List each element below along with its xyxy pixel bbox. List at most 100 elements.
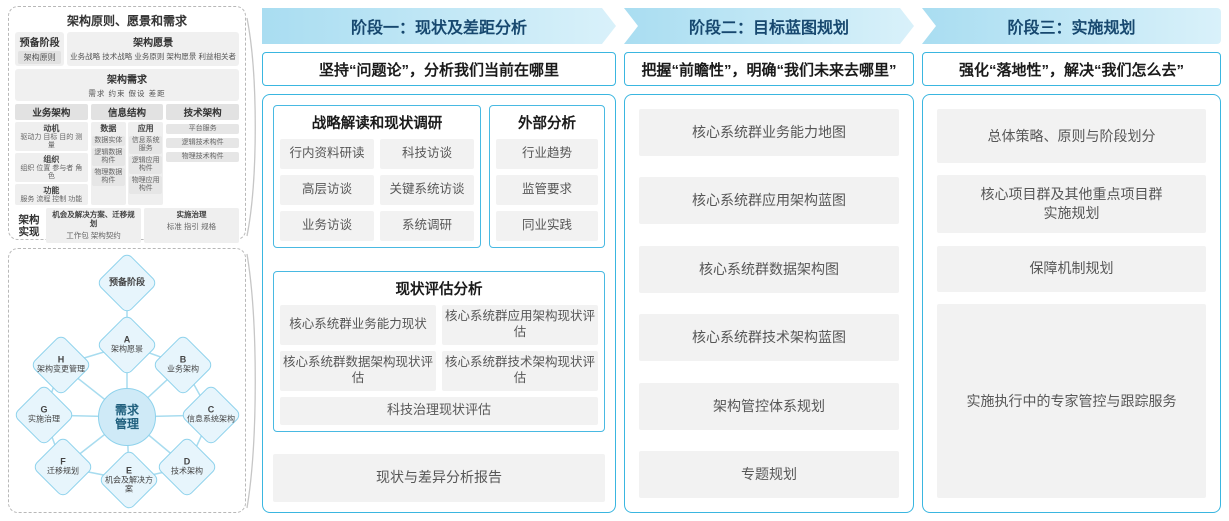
- research-item: 科技访谈: [380, 139, 474, 169]
- function-group: 功能 服务 流程 控制 功能: [15, 184, 88, 206]
- implementation-governance-items: 标准 指引 规格: [166, 222, 217, 232]
- implementation-item: 核心项目群及其他重点项目群 实施规划: [937, 175, 1206, 234]
- adm-node-label: 架构愿景: [111, 344, 143, 354]
- information-structure-column: 信息结构 数据 数据实体 逻辑数据构件 物理数据构件 应用 信息系统服务 逻辑应…: [90, 104, 164, 206]
- application-item: 物理应用构件: [129, 176, 163, 195]
- data-title: 数据: [100, 124, 117, 133]
- blueprint-item: 核心系统群技术架构蓝图: [639, 314, 899, 362]
- strategy-research-section: 战略解读和现状调研 行内资料研读 科技访谈 高层访谈 关键系统访谈 业务访谈 系…: [273, 105, 481, 248]
- adm-node-label: 实施治理: [28, 414, 60, 424]
- function-items: 服务 流程 控制 功能: [20, 196, 83, 204]
- blueprint-item: 核心系统群数据架构图: [639, 245, 899, 293]
- assessment-section: 现状评估分析 核心系统群业务能力现状 核心系统群应用架构现状评估 核心系统群数据…: [273, 270, 605, 432]
- external-analysis-section: 外部分析 行业趋势 监管要求 同业实践: [489, 105, 605, 248]
- external-item: 行业趋势: [496, 139, 598, 169]
- gap-analysis-report-item: 现状与差异分析报告: [273, 454, 605, 502]
- implementation-governance-title: 实施治理: [176, 210, 207, 220]
- external-item: 同业实践: [496, 211, 598, 241]
- implementation-item: 保障机制规划: [937, 245, 1206, 292]
- application-group: 应用 信息系统服务 逻辑应用构件 物理应用构件: [128, 122, 164, 206]
- phase2-body: 核心系统群业务能力地图 核心系统群应用架构蓝图 核心系统群数据架构图 核心系统群…: [624, 94, 914, 513]
- external-analysis-list: 行业趋势 监管要求 同业实践: [496, 139, 598, 241]
- research-item: 行内资料研读: [280, 139, 374, 169]
- brace-connector-top: [246, 17, 256, 237]
- framework-panel-title: 架构原则、愿景和需求: [66, 14, 187, 28]
- business-architecture-title: 业务架构: [15, 104, 88, 120]
- organization-items: 组织 位置 参与者 角色: [20, 165, 83, 181]
- phase1-header-label: 阶段一：现状及差距分析: [350, 20, 527, 37]
- assessment-grid: 核心系统群业务能力现状 核心系统群应用架构现状评估 核心系统群数据架构现状评估 …: [280, 304, 598, 391]
- opportunities-migration-items: 工作包 架构契约: [66, 231, 121, 241]
- blueprint-item: 架构管控体系规划: [639, 382, 899, 430]
- motivation-items: 驱动力 目标 目的 测量: [20, 134, 83, 150]
- architecture-vision-cell: 架构愿景 业务战略 技术战略 业务原则 架构愿景 利益相关者: [67, 32, 239, 66]
- data-item: 数据实体: [91, 136, 126, 147]
- framework-row-top: 预备阶段 架构原则 架构愿景 业务战略 技术战略 业务原则 架构愿景 利益相关者: [15, 32, 239, 66]
- implementation-item: 实施执行中的专家管控与跟踪服务: [937, 303, 1206, 498]
- framework-columns: 业务架构 动机 驱动力 目标 目的 测量 组织 组织 位置 参与者 角色 功能 …: [15, 104, 240, 206]
- phase3-subtitle: 强化“落地性”，解决“我们怎么去”: [922, 52, 1221, 86]
- implementation-item: 总体策略、原则与阶段划分: [937, 109, 1206, 163]
- phase2-subtitle: 把握“前瞻性”，明确“我们未来去哪里”: [624, 52, 914, 86]
- phase3-column: 阶段三：实施规划 强化“落地性”，解决“我们怎么去” 总体策略、原则与阶段划分 …: [922, 8, 1221, 513]
- application-item: 信息系统服务: [129, 136, 163, 155]
- data-group: 数据 数据实体 逻辑数据构件 物理数据构件: [90, 122, 127, 206]
- adm-node-label: 业务架构: [167, 364, 199, 374]
- application-item: 逻辑应用构件: [129, 156, 163, 175]
- phase2-column: 阶段二：目标蓝图规划 把握“前瞻性”，明确“我们未来去哪里” 核心系统群业务能力…: [624, 8, 914, 513]
- assessment-item: 核心系统群业务能力现状: [280, 304, 436, 345]
- implementation-governance-box: 实施治理 标准 指引 规格: [144, 208, 239, 244]
- phase1-subtitle: 坚持“问题论”，分析我们当前在哪里: [262, 52, 616, 86]
- application-title: 应用: [137, 124, 154, 133]
- motivation-group: 动机 驱动力 目标 目的 测量: [15, 122, 88, 152]
- technology-item: 逻辑技术构件: [166, 138, 240, 149]
- technology-architecture-column: 技术架构 平台服务 逻辑技术构件 物理技术构件: [166, 104, 240, 205]
- technology-architecture-title: 技术架构: [166, 104, 240, 120]
- adm-center-label: 需求管理: [114, 402, 139, 431]
- brace-connector-bottom: [246, 253, 256, 509]
- phase3-header-label: 阶段三：实施规划: [1007, 20, 1136, 37]
- prep-phase-item: 架构原则: [18, 51, 62, 64]
- phase1-top-row: 战略解读和现状调研 行内资料研读 科技访谈 高层访谈 关键系统访谈 业务访谈 系…: [273, 105, 605, 248]
- research-item: 系统调研: [380, 211, 474, 241]
- adm-node-label: 迁移规划: [47, 466, 79, 476]
- adm-node-label: 预备阶段: [108, 277, 145, 288]
- architecture-requirements-cell: 架构需求 需求 约束 假设 差距: [15, 69, 239, 101]
- data-item: 物理数据构件: [91, 168, 126, 187]
- architecture-implementation-title: 架构实现: [18, 213, 40, 238]
- prep-phase-cell: 预备阶段 架构原则: [15, 32, 65, 66]
- external-analysis-title: 外部分析: [518, 116, 576, 132]
- function-title: 功能: [43, 186, 60, 196]
- data-item: 逻辑数据构件: [91, 148, 126, 167]
- architecture-implementation-row: 架构实现 机会及解决方案、迁移规划 工作包 架构契约 实施治理 标准 指引 规格: [15, 208, 239, 244]
- assessment-item: 核心系统群数据架构现状评估: [280, 350, 436, 391]
- prep-phase-title: 预备阶段: [19, 38, 60, 49]
- adm-center-requirements: 需求管理: [98, 388, 156, 446]
- adm-node-label: 机会及解决方案: [105, 475, 153, 493]
- architecture-requirements-title: 架构需求: [107, 75, 147, 86]
- motivation-title: 动机: [43, 124, 60, 133]
- business-architecture-column: 业务架构 动机 驱动力 目标 目的 测量 组织 组织 位置 参与者 角色 功能 …: [15, 104, 88, 206]
- adm-node-label: 技术架构: [171, 466, 203, 476]
- phase1-header: 阶段一：现状及差距分析: [262, 8, 616, 44]
- organization-title: 组织: [43, 155, 60, 165]
- blueprint-item: 核心系统群应用架构蓝图: [639, 177, 899, 225]
- information-subcolumns: 数据 数据实体 逻辑数据构件 物理数据构件 应用 信息系统服务 逻辑应用构件 物…: [90, 122, 164, 206]
- architecture-framework-panel: 架构原则、愿景和需求 预备阶段 架构原则 架构愿景 业务战略 技术战略 业务原则…: [8, 6, 246, 244]
- phase2-header-label: 阶段二：目标蓝图规划: [688, 20, 849, 37]
- information-structure-title: 信息结构: [90, 104, 164, 120]
- phase3-header: 阶段三：实施规划: [922, 8, 1221, 44]
- architecture-requirements-items: 需求 约束 假设 差距: [88, 89, 166, 98]
- architecture-vision-title: 架构愿景: [133, 38, 174, 49]
- technology-item: 平台服务: [166, 124, 240, 135]
- phase3-body: 总体策略、原则与阶段划分 核心项目群及其他重点项目群 实施规划 保障机制规划 实…: [922, 94, 1221, 513]
- opportunities-migration-title: 机会及解决方案、迁移规划: [52, 210, 135, 229]
- blueprint-item: 专题规划: [639, 450, 899, 498]
- organization-group: 组织 组织 位置 参与者 角色: [15, 153, 88, 183]
- research-item: 关键系统访谈: [380, 175, 474, 205]
- technology-item: 物理技术构件: [166, 152, 240, 163]
- adm-node-label: 信息系统架构: [187, 414, 235, 424]
- strategy-research-grid: 行内资料研读 科技访谈 高层访谈 关键系统访谈 业务访谈 系统调研: [280, 139, 474, 241]
